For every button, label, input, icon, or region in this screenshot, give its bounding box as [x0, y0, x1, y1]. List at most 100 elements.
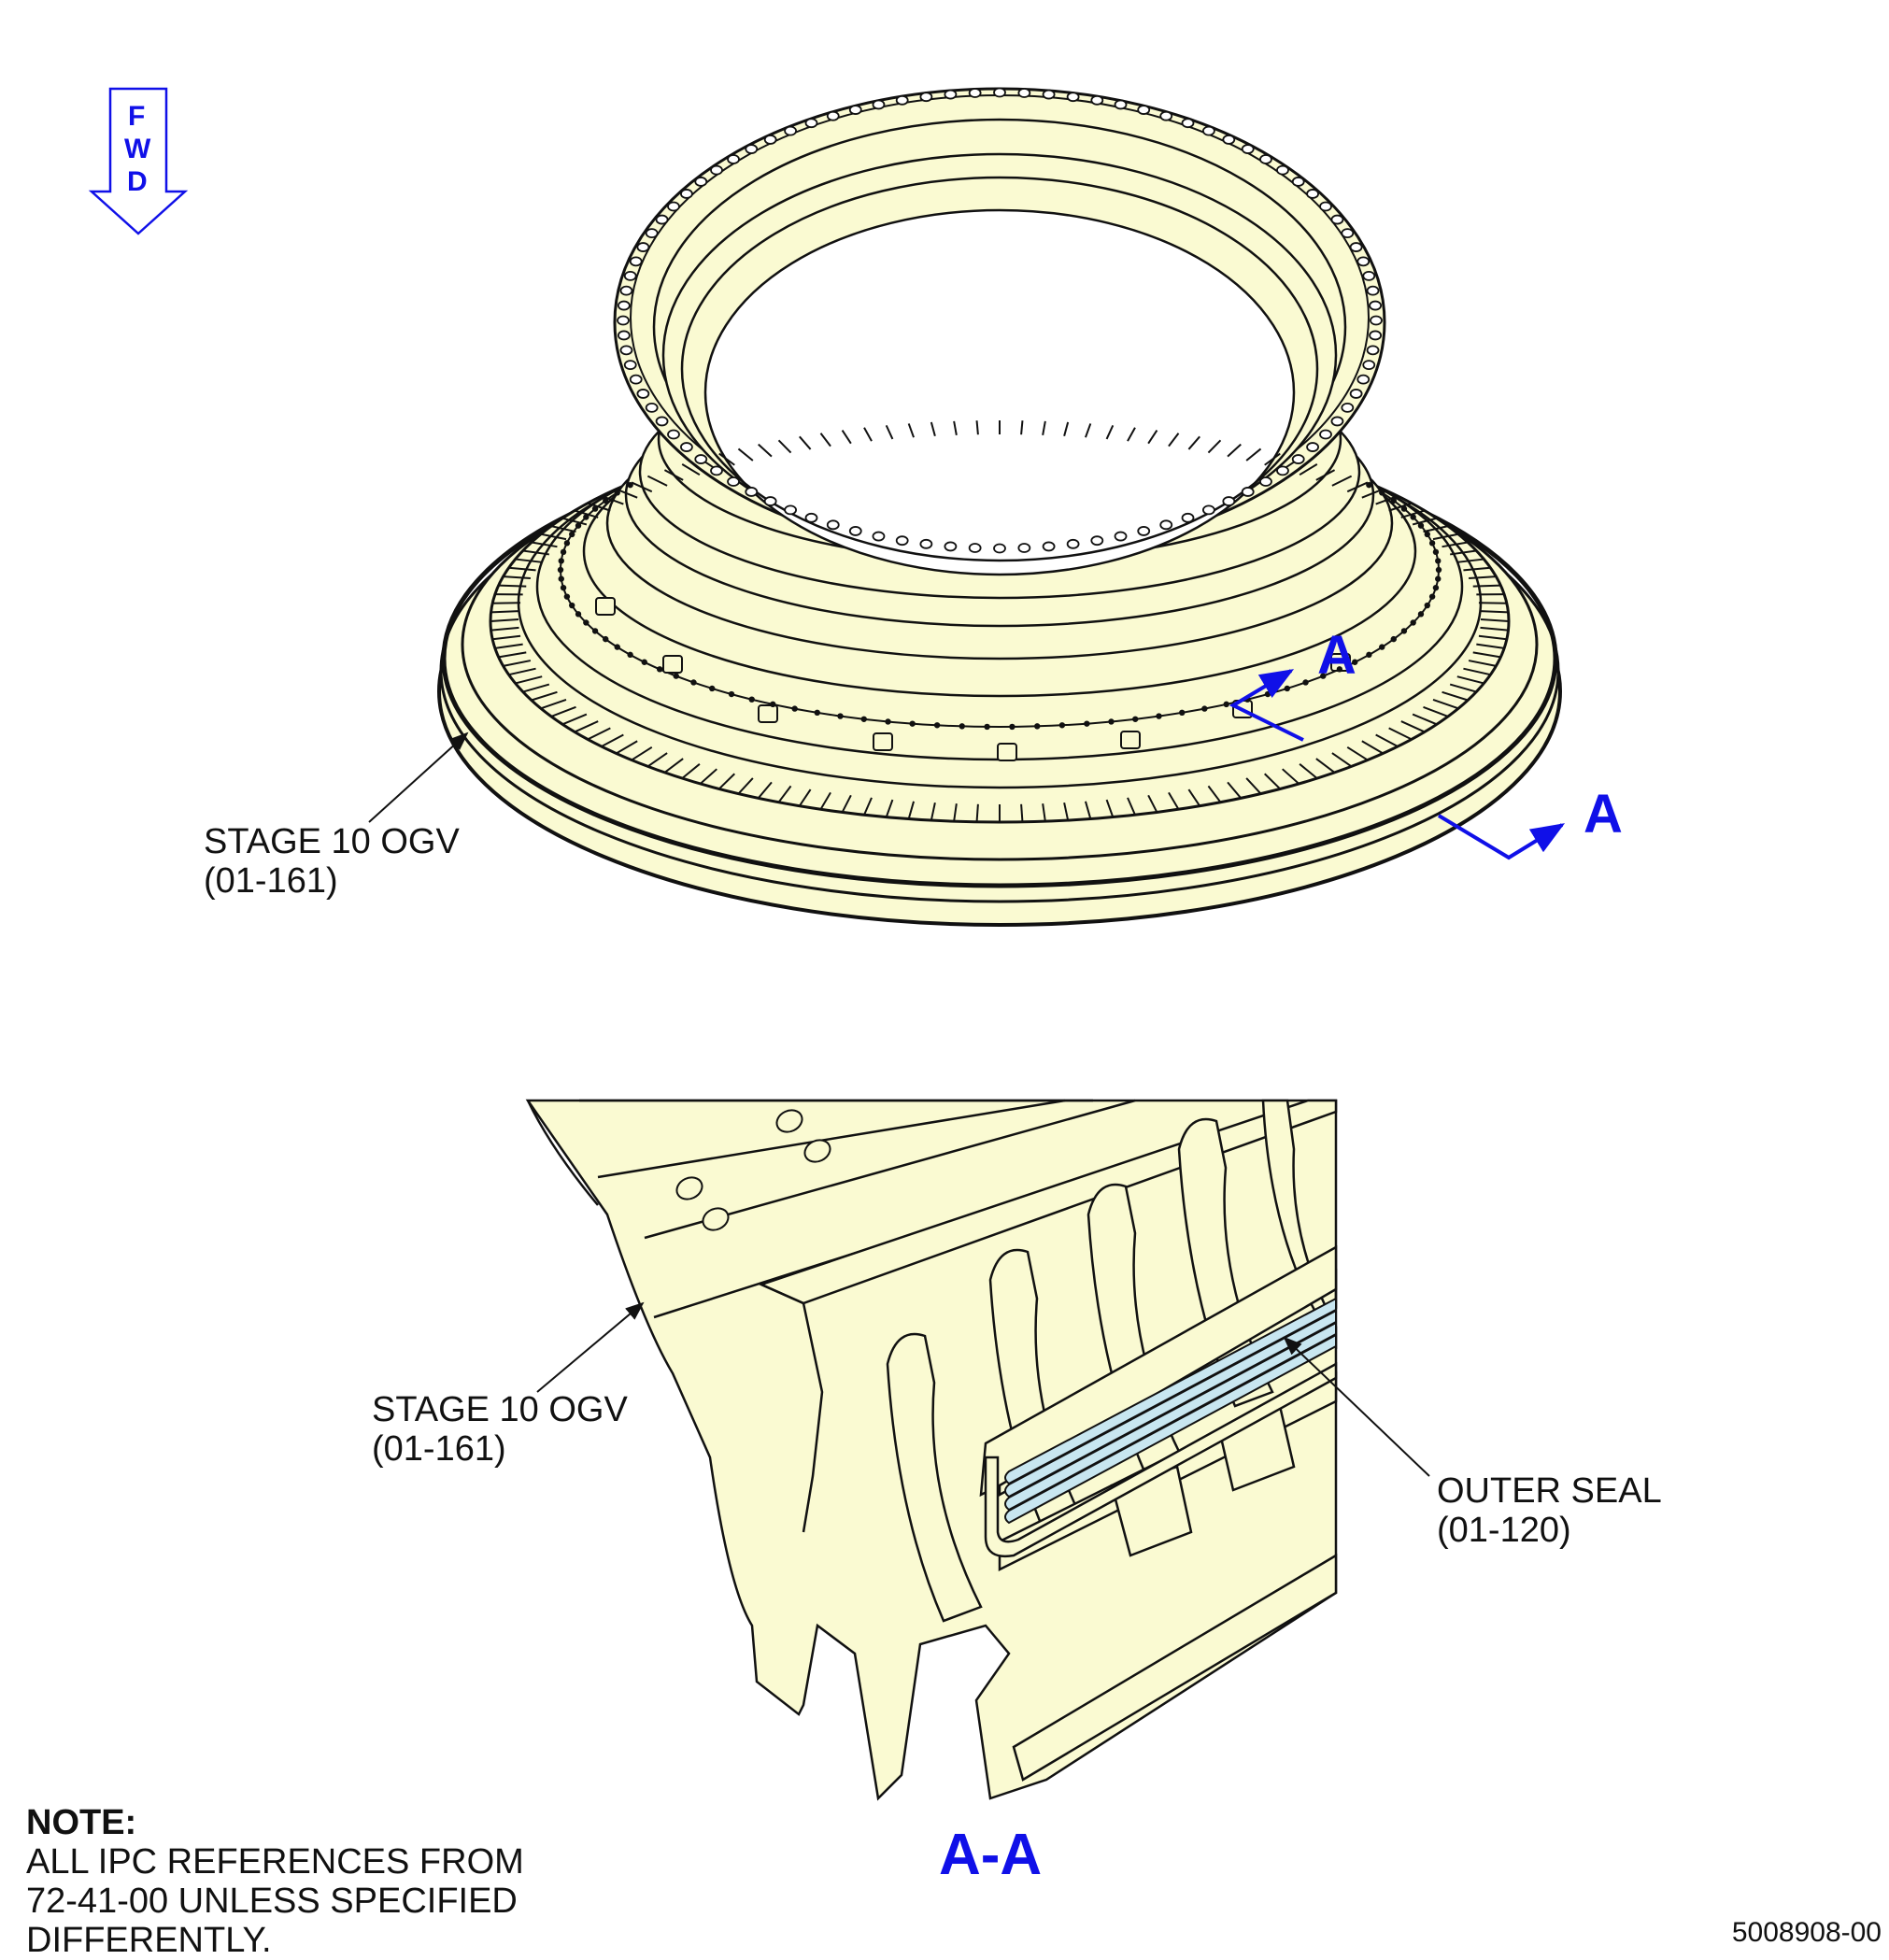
bolt-hole: [1410, 619, 1416, 626]
ogv-vane: [907, 801, 916, 819]
ogv-vane: [1478, 634, 1507, 641]
ogv-vane: [1264, 452, 1281, 466]
flange-hole: [1369, 330, 1383, 341]
flange-hole: [1042, 541, 1056, 552]
ogv-vane: [1168, 791, 1180, 810]
flange-hole: [993, 87, 1006, 98]
ogv-vane: [1020, 803, 1024, 822]
flange-hole: [895, 535, 909, 547]
bolt-hole: [1417, 611, 1425, 618]
flange-hole: [804, 512, 818, 523]
ogv-vane: [1388, 502, 1413, 512]
bolt-hole: [885, 718, 891, 725]
bolt-hole: [603, 497, 609, 504]
flange-hole: [1201, 125, 1215, 136]
ogv-vane: [1480, 618, 1510, 622]
callout-stage-10-ogv-top: STAGE 10 OGV (01-161): [204, 822, 460, 901]
ogv-vane: [1063, 421, 1070, 437]
flange-hole: [645, 228, 659, 239]
drawing-number: 5008908-00: [1731, 1917, 1882, 1948]
flange-hole: [1319, 429, 1332, 440]
ogv-vane: [1361, 488, 1384, 499]
flange-hole: [1137, 105, 1151, 115]
flange-hole: [1330, 214, 1344, 225]
flange-hole: [968, 543, 982, 553]
ogv-vane: [757, 781, 773, 799]
ogv-vane: [1449, 683, 1477, 693]
flange-hole: [623, 270, 637, 281]
ogv-vane: [1450, 549, 1477, 556]
ogv-vane: [907, 423, 915, 438]
leader-line-top-ogv: [368, 731, 469, 823]
flange-hole: [1356, 374, 1371, 385]
flange-hole: [944, 541, 958, 552]
ogv-vane: [490, 626, 519, 632]
seal-retainer: [984, 1361, 1338, 1558]
callout-line1: OUTER SEAL: [1437, 1471, 1662, 1511]
ogv-vane: [885, 799, 894, 817]
ogv-vane: [718, 452, 735, 466]
ogv-vane: [1480, 626, 1509, 632]
callout-stage-10-ogv-section: STAGE 10 OGV (01-161): [372, 1390, 628, 1469]
bolt-hole: [614, 490, 620, 496]
ogv-vane: [737, 777, 754, 795]
ogv-vane: [1299, 763, 1318, 779]
flange-hole: [1259, 476, 1272, 487]
bolt-hole: [1058, 722, 1066, 729]
flange-hole: [680, 189, 693, 199]
bolt-hole: [1201, 705, 1208, 712]
flange-hole: [968, 88, 982, 98]
bolt-hole: [1009, 723, 1016, 731]
ogv-vane: [1346, 481, 1369, 493]
bolt-hole: [627, 481, 633, 489]
flange-hole: [1159, 110, 1173, 121]
flange-hole: [1114, 531, 1128, 542]
fwd-letter-w: W: [124, 134, 151, 164]
ogv-vane: [1187, 435, 1200, 450]
ogv-vane: [574, 509, 599, 518]
ogv-vane: [1227, 443, 1242, 458]
ogv-vane: [522, 683, 550, 693]
flange-hole: [1356, 256, 1371, 267]
flange-hole: [710, 465, 723, 476]
section-title: A-A: [939, 1823, 1043, 1887]
ogv-vane: [1442, 690, 1469, 702]
bolt-hole: [959, 723, 965, 730]
flange-hole: [680, 442, 693, 452]
bolt-hole: [1400, 505, 1408, 512]
bolt-hole: [1156, 713, 1162, 719]
leader-line-outer-seal: [1283, 1336, 1430, 1477]
bolt-hole: [1379, 490, 1385, 496]
fwd-arrow-icon: [88, 87, 189, 235]
flange-hole: [804, 118, 818, 129]
flange-hole: [727, 154, 740, 164]
callout-line1: STAGE 10 OGV: [204, 822, 460, 861]
ogv-vane: [1456, 675, 1484, 685]
flange-hole: [848, 105, 862, 115]
flange-hole: [1181, 118, 1195, 129]
flange-hole: [1362, 360, 1376, 371]
note-line-1: ALL IPC REFERENCES FROM: [26, 1842, 524, 1882]
bolt-hole: [558, 575, 564, 582]
ogv-vane: [1375, 733, 1399, 747]
ogv-vane: [1227, 781, 1243, 799]
ogv-vane: [1245, 777, 1262, 795]
bolt-hole: [1424, 531, 1430, 538]
ogv-vane: [953, 803, 958, 822]
ogv-vane: [930, 421, 936, 437]
ogv-vane: [574, 720, 599, 733]
flange-hole: [1042, 89, 1056, 100]
flange-hole: [826, 519, 840, 531]
flange-hole: [993, 543, 1006, 554]
flange-hole: [784, 125, 798, 136]
flange-hole: [1369, 300, 1383, 311]
leader-line-section-ogv: [536, 1301, 645, 1393]
ogv-vane: [799, 435, 812, 450]
bolt-hole: [984, 723, 990, 731]
ogv-vane: [1147, 794, 1158, 813]
bolt-hole: [558, 558, 564, 564]
ogv-vane: [1331, 752, 1353, 768]
bolt-hole: [641, 659, 647, 665]
bolt-hole: [583, 514, 589, 520]
flange-hole: [1114, 99, 1128, 110]
